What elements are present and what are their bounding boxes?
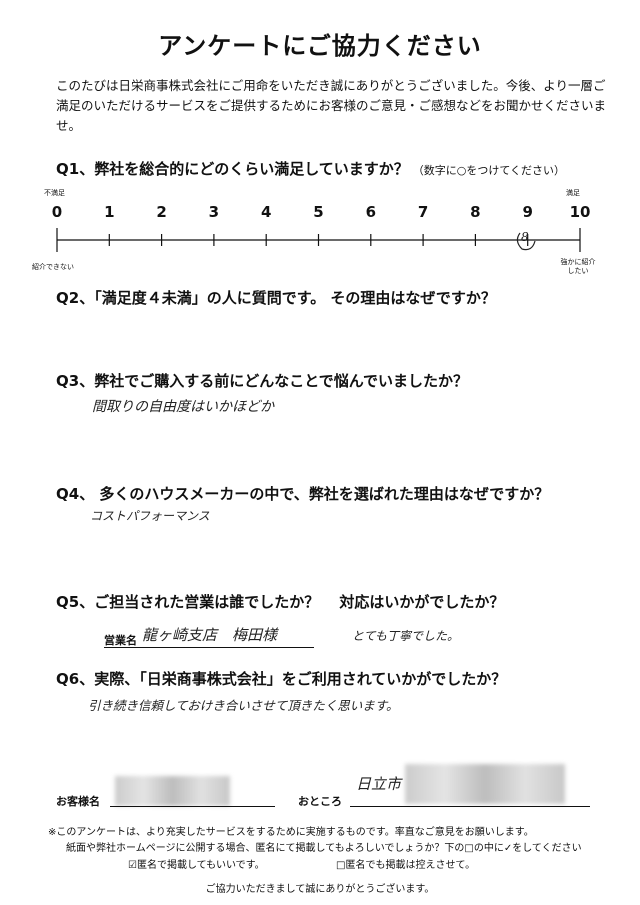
thank-you-text: ご協力いただきまして誠にありがとうございます。 <box>205 884 435 895</box>
redacted-address <box>405 764 565 804</box>
redacted-customer-name <box>115 776 230 806</box>
customer-name-underline <box>110 806 275 807</box>
footer-note-1: ※このアンケートは、より充実したサービスをするために実施するものです。率直なご意… <box>48 827 534 838</box>
publish-ok-label: 匿名で掲載してもいいです。 <box>136 860 265 871</box>
scale-number-5[interactable]: 5 <box>313 203 324 221</box>
question-4-answer: コストパフォーマンス <box>90 509 210 523</box>
publish-decline-label: 匿名でも掲載は控えさせて。 <box>345 860 476 871</box>
scale-number-1[interactable]: 1 <box>104 203 115 221</box>
address-underline <box>350 806 590 807</box>
scale-number-0[interactable]: 0 <box>51 203 63 221</box>
publish-ok-option[interactable]: ☑匿名で掲載してもいいです。 <box>128 856 265 871</box>
scale-number-8[interactable]: 8 <box>470 203 481 221</box>
question-6-answer: 引き続き信頼しておけき合いさせて頂きたく思います。 <box>88 698 399 713</box>
scale-number-2[interactable]: 2 <box>156 203 167 221</box>
sales-rep-name: 龍ヶ崎支店 梅田様 <box>142 626 278 644</box>
scale-left-bottom-label: 紹介できない <box>32 263 74 271</box>
scale-right-bottom-label: 強かに紹介したい <box>560 258 596 275</box>
scale-right-top-label: 満足 <box>566 189 580 197</box>
scale-left-top-label: 不満足 <box>44 189 65 197</box>
question-3-answer: 間取りの自由度はいかほどか <box>92 399 274 415</box>
publish-decline-checkbox[interactable]: □ <box>336 860 346 871</box>
publish-ok-checkbox[interactable]: ☑ <box>128 860 137 871</box>
question-1-instruction: （数字に○をつけてください） <box>412 164 566 177</box>
question-5-answer: とても丁寧でした。 <box>352 629 460 643</box>
scale-number-3[interactable]: 3 <box>208 203 220 221</box>
question-1-text: Q1、弊社を総合的にどのくらい満足していますか？ <box>56 160 409 178</box>
scale-number-4[interactable]: 4 <box>260 203 272 221</box>
address-value: 日立市 <box>356 775 402 793</box>
question-1: Q1、弊社を総合的にどのくらい満足していますか？（数字に○をつけてください） <box>56 158 565 179</box>
scale-number-9[interactable]: 9 <box>522 203 533 221</box>
question-2-text: Q2、「満足度４未満」の人に質問です。 その理由はなぜですか？ <box>56 289 496 307</box>
sales-rep-underline <box>104 647 314 648</box>
question-6-text: Q6、実際、「日栄商事株式会社」をご利用されていかがでしたか？ <box>56 670 507 688</box>
sales-rep-label: 営業名 <box>104 634 137 647</box>
address-label: おところ <box>298 795 342 808</box>
selected-mark: 8 <box>521 230 529 244</box>
question-3-text: Q3、弊社でご購入する前にどんなことで悩んでいましたか？ <box>56 372 468 390</box>
question-5-text: Q5、ご担当された営業は誰でしたか？ 対応はいかがでしたか？ <box>56 593 505 611</box>
scale-number-6[interactable]: 6 <box>365 203 377 221</box>
intro-text: このたびは日栄商事株式会社にご用命をいただき誠にありがとうございました。今後、よ… <box>56 78 607 133</box>
footer-note-2: 紙面や弊社ホームページに公開する場合、匿名にて掲載してもよろしいでしょうか？下の… <box>66 843 582 854</box>
page-title: アンケートにご協力ください <box>158 32 482 60</box>
scale-number-10[interactable]: 10 <box>569 203 591 221</box>
scale-number-7[interactable]: 7 <box>417 203 429 221</box>
customer-name-label: お客様名 <box>56 795 100 808</box>
question-4-text: Q4、 多くのハウスメーカーの中で、弊社を選ばれた理由はなぜですか？ <box>56 485 550 503</box>
satisfaction-scale-line <box>56 228 581 252</box>
publish-decline-option[interactable]: □匿名でも掲載は控えさせて。 <box>336 856 475 871</box>
